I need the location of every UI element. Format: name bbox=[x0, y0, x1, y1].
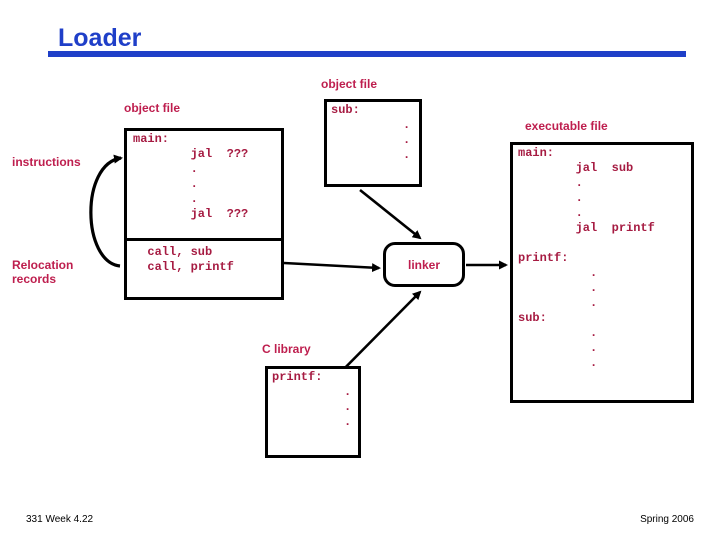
left-object-file-box bbox=[124, 128, 284, 300]
sub-object-file-box bbox=[324, 99, 422, 187]
left-object-file-caption: object file bbox=[124, 101, 181, 115]
c-library-caption: C library bbox=[262, 342, 311, 356]
footer-right-text: Spring 2006 bbox=[640, 514, 694, 525]
relocation-records-label-line1: Relocation bbox=[12, 258, 74, 272]
instructions-label: instructions bbox=[12, 155, 81, 169]
executable-file-caption: executable file bbox=[525, 119, 608, 133]
linker-box[interactable]: linker bbox=[383, 242, 465, 287]
footer-left-text: 331 Week 4.22 bbox=[26, 514, 94, 525]
title-underline-rule bbox=[48, 51, 686, 57]
left-object-file-divider bbox=[124, 238, 284, 241]
sub-object-file-caption: object file bbox=[321, 77, 378, 91]
linker-label: linker bbox=[407, 257, 440, 272]
relocation-records-label-line2: records bbox=[12, 272, 57, 286]
sub-object-file-text: sub: . . . bbox=[331, 103, 411, 162]
executable-file-box bbox=[510, 142, 694, 403]
object-file-to-linker-arrow bbox=[283, 261, 381, 273]
left-object-file-relocation-text: call, sub call, printf bbox=[147, 245, 234, 274]
page-title: Loader bbox=[58, 24, 142, 52]
left-object-file-instructions-text: main: jal ??? . . . jal ??? bbox=[133, 132, 249, 221]
c-library-text: printf: . . . bbox=[272, 370, 352, 429]
c-library-box bbox=[265, 366, 361, 458]
relocation-to-instructions-arrow bbox=[89, 154, 123, 268]
sub-object-file-to-linker-arrow bbox=[359, 188, 422, 240]
executable-file-text: main: jal sub . . . jal printf printf: .… bbox=[518, 146, 655, 370]
